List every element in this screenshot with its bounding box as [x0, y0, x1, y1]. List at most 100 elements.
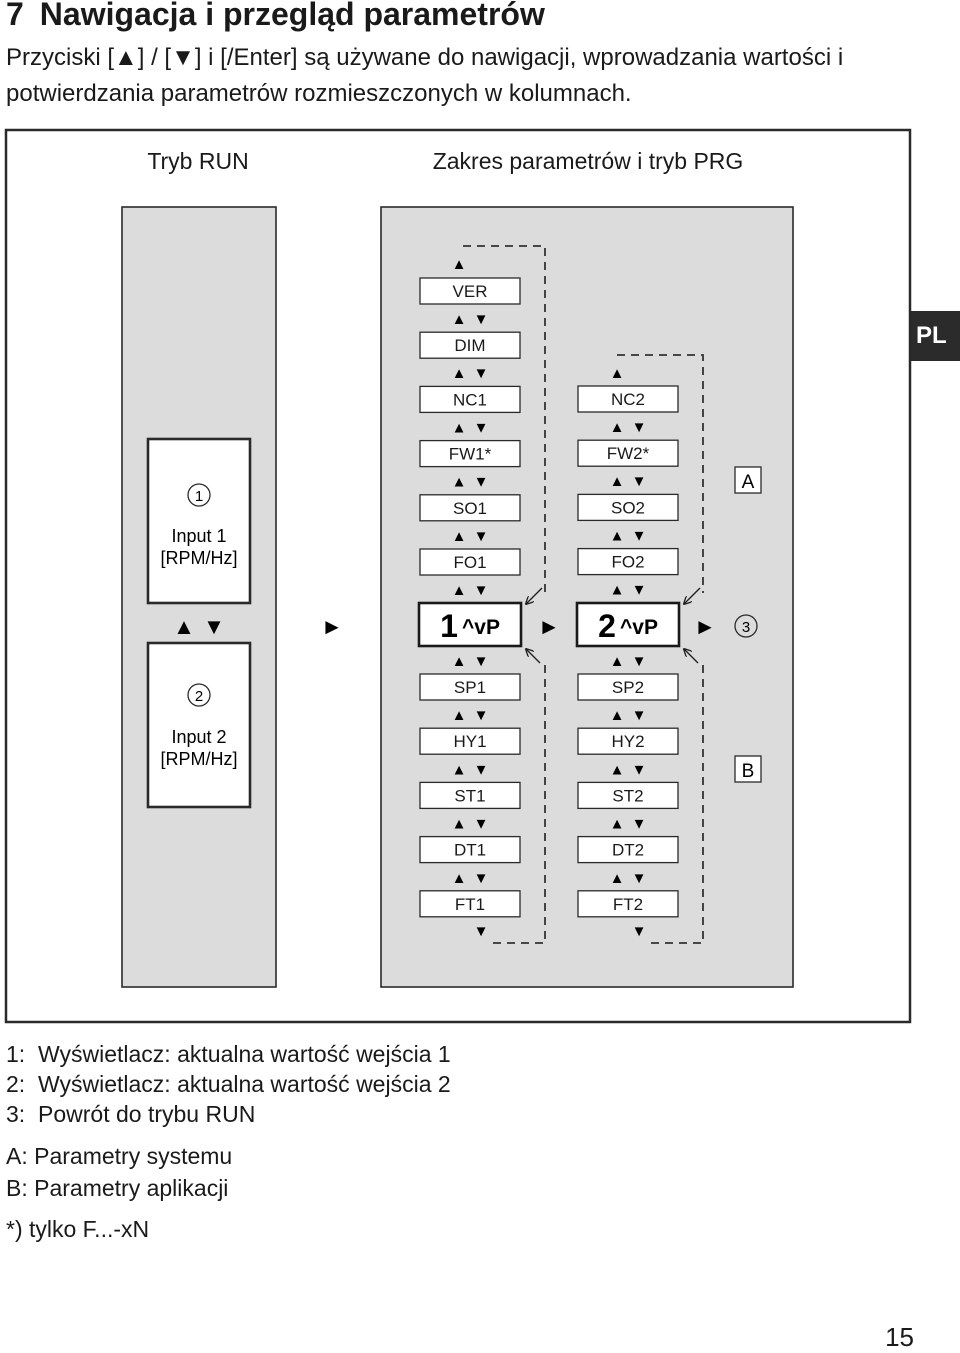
column1-param-6-down-arrow: ▼: [474, 582, 489, 599]
column1-lower-2-down-arrow: ▼: [474, 707, 489, 724]
column2-param-2-down-arrow: ▼: [632, 473, 647, 490]
section-number: 7: [6, 0, 24, 32]
prg-mode-panel: [380, 206, 794, 988]
column1-lower-param-1-box: [419, 673, 521, 701]
column2-bottom-loop-arrow: [684, 649, 699, 664]
column1-param-5-label: SO1: [453, 499, 487, 518]
column2-display-box: [575, 601, 681, 648]
run-down-arrow: ▼: [203, 614, 225, 639]
column2-lower-param-2-label: HY2: [611, 732, 644, 751]
column1-bottom-loop-line: [490, 665, 546, 944]
column1-display-digit: 1: [440, 608, 458, 644]
input2-unit: [RPM/Hz]: [160, 749, 237, 769]
column1-lower-param-3-box: [419, 781, 521, 810]
column1-param-4-label: FW1*: [449, 445, 492, 464]
column1-param-4-box: [419, 439, 521, 468]
column1-lower-param-3-label: ST1: [454, 786, 485, 805]
column2-param-4-up-arrow: ▲: [610, 582, 625, 599]
column1-param-2-box: [419, 331, 521, 359]
column1-param-6-box: [419, 548, 521, 576]
column1-param-6-up-arrow: ▲: [452, 582, 467, 599]
column1-lower-2-up-arrow: ▲: [452, 707, 467, 724]
column2-lower-4-up-arrow: ▲: [610, 816, 625, 833]
column2-param-1-down-arrow: ▼: [632, 419, 647, 436]
legend-key-2: 2:: [6, 1071, 26, 1097]
section-title: 7 Nawigacja i przegląd parametrów: [6, 0, 545, 33]
column1-param-3-label: NC1: [453, 390, 487, 409]
input1-marker: 1: [195, 488, 203, 505]
column2-lower-3-up-arrow: ▲: [610, 761, 625, 778]
column1-param-5-box: [419, 494, 521, 522]
legend-item-1: 1:Wyświetlacz: aktualna wartość wejścia …: [6, 1041, 451, 1068]
column2-lower-4-down-arrow: ▼: [632, 816, 647, 833]
column1-param-2-up-arrow: ▲: [452, 365, 467, 382]
column1-param-1-box: [419, 277, 521, 305]
intro-text-line-1: Przyciski [▲] / [▼] i [/Enter] są używan…: [6, 44, 844, 71]
column1-param-1-down-arrow: ▼: [474, 311, 489, 328]
column1-lower-param-2-box: [419, 727, 521, 755]
section-title-text: Nawigacja i przegląd parametrów: [39, 0, 545, 32]
input2-marker-circle: [187, 683, 211, 707]
column1-lower-4-down-arrow: ▼: [474, 816, 489, 833]
column1-param-3-down-arrow: ▼: [474, 419, 489, 436]
column2-lower-5-up-arrow: ▲: [610, 870, 625, 887]
input1-unit: [RPM/Hz]: [160, 548, 237, 568]
column2-lower-param-3-label: ST2: [612, 786, 643, 805]
column1-param-2-down-arrow: ▼: [474, 365, 489, 382]
column1-param-3-up-arrow: ▲: [452, 419, 467, 436]
column2-param-4-down-arrow: ▼: [632, 582, 647, 599]
column2-lower-1-down-arrow: ▼: [632, 653, 647, 670]
group-a-label: A: [742, 472, 755, 493]
column2-param-2-box: [577, 439, 679, 467]
column2-param-3-box: [577, 493, 679, 522]
column2-lower-3-down-arrow: ▼: [632, 761, 647, 778]
column1-lower-5-down-arrow: ▼: [474, 870, 489, 887]
legend-text-3: Powrót do trybu RUN: [38, 1101, 256, 1127]
column2-param-3-down-arrow: ▼: [632, 527, 647, 544]
intro-text-line-2: potwierdzania parametrów rozmieszczonych…: [6, 80, 632, 107]
column2-lower-param-4-label: DT2: [612, 841, 644, 860]
enter-prg-arrow: ►: [321, 614, 343, 639]
column2-loop-entry-up-arrow: ▲: [610, 365, 625, 382]
return-marker-circle: [734, 614, 758, 638]
column2-param-4-box: [577, 547, 679, 576]
column1-loop-entry-up-arrow: ▲: [452, 256, 467, 273]
return-run-arrow: ►: [694, 614, 716, 639]
column2-param-1-label: NC2: [611, 390, 645, 409]
footnote: *) tylko F...-xN: [6, 1216, 150, 1242]
column2-lower-param-1-box: [577, 673, 679, 701]
column1-param-5-down-arrow: ▼: [474, 528, 489, 545]
column2-top-loop-arrow: [684, 587, 701, 604]
input1-display-box: [146, 437, 252, 605]
column2-lower-param-5-box: [577, 890, 679, 918]
column2-parameters: ▲NC2▲▼FW2*▲▼SO2▲▼FO2▲▼▲▼SP2▲▼HY2▲▼ST2▲▼D…: [577, 365, 679, 940]
column1-lower-param-5-box: [419, 890, 521, 918]
column2-param-3-label: SO2: [611, 498, 645, 517]
column1-param-4-up-arrow: ▲: [452, 474, 467, 491]
column1-display-symbol: ^vP: [462, 616, 500, 639]
column1-param-3-box: [419, 385, 521, 414]
column2-lower-2-down-arrow: ▼: [632, 707, 647, 724]
column1-loop-exit-down-arrow: ▼: [474, 923, 489, 940]
column2-display-digit: 2: [598, 608, 616, 644]
legend-group-a: A: Parametry systemu: [6, 1143, 233, 1169]
column1-lower-3-down-arrow: ▼: [474, 761, 489, 778]
column2-loop-exit-down-arrow: ▼: [632, 923, 647, 940]
input1-marker-circle: [187, 483, 211, 507]
column2-param-2-label: FW2*: [607, 444, 650, 463]
column1-lower-param-2-label: HY1: [453, 732, 486, 751]
column2-lower-1-up-arrow: ▲: [610, 653, 625, 670]
column2-display-symbol: ^vP: [620, 616, 658, 639]
column1-param-5-up-arrow: ▲: [452, 528, 467, 545]
input1-label: Input 1: [171, 526, 226, 546]
column2-top-loop-line: [617, 354, 704, 593]
column1-lower-param-5-label: FT1: [455, 895, 485, 914]
legend-item-2: 2: Wyświetlacz: aktualna wartość wejścia …: [6, 1071, 451, 1098]
column1-top-loop-arrow: [526, 587, 543, 604]
page-number: 15: [885, 1322, 914, 1352]
legend-key-1: 1:: [6, 1041, 26, 1067]
legend-text-2: Wyświetlacz: aktualna wartość wejścia 2: [38, 1071, 451, 1097]
column1-display-box: [417, 601, 523, 648]
language-tab: PL: [910, 311, 960, 361]
